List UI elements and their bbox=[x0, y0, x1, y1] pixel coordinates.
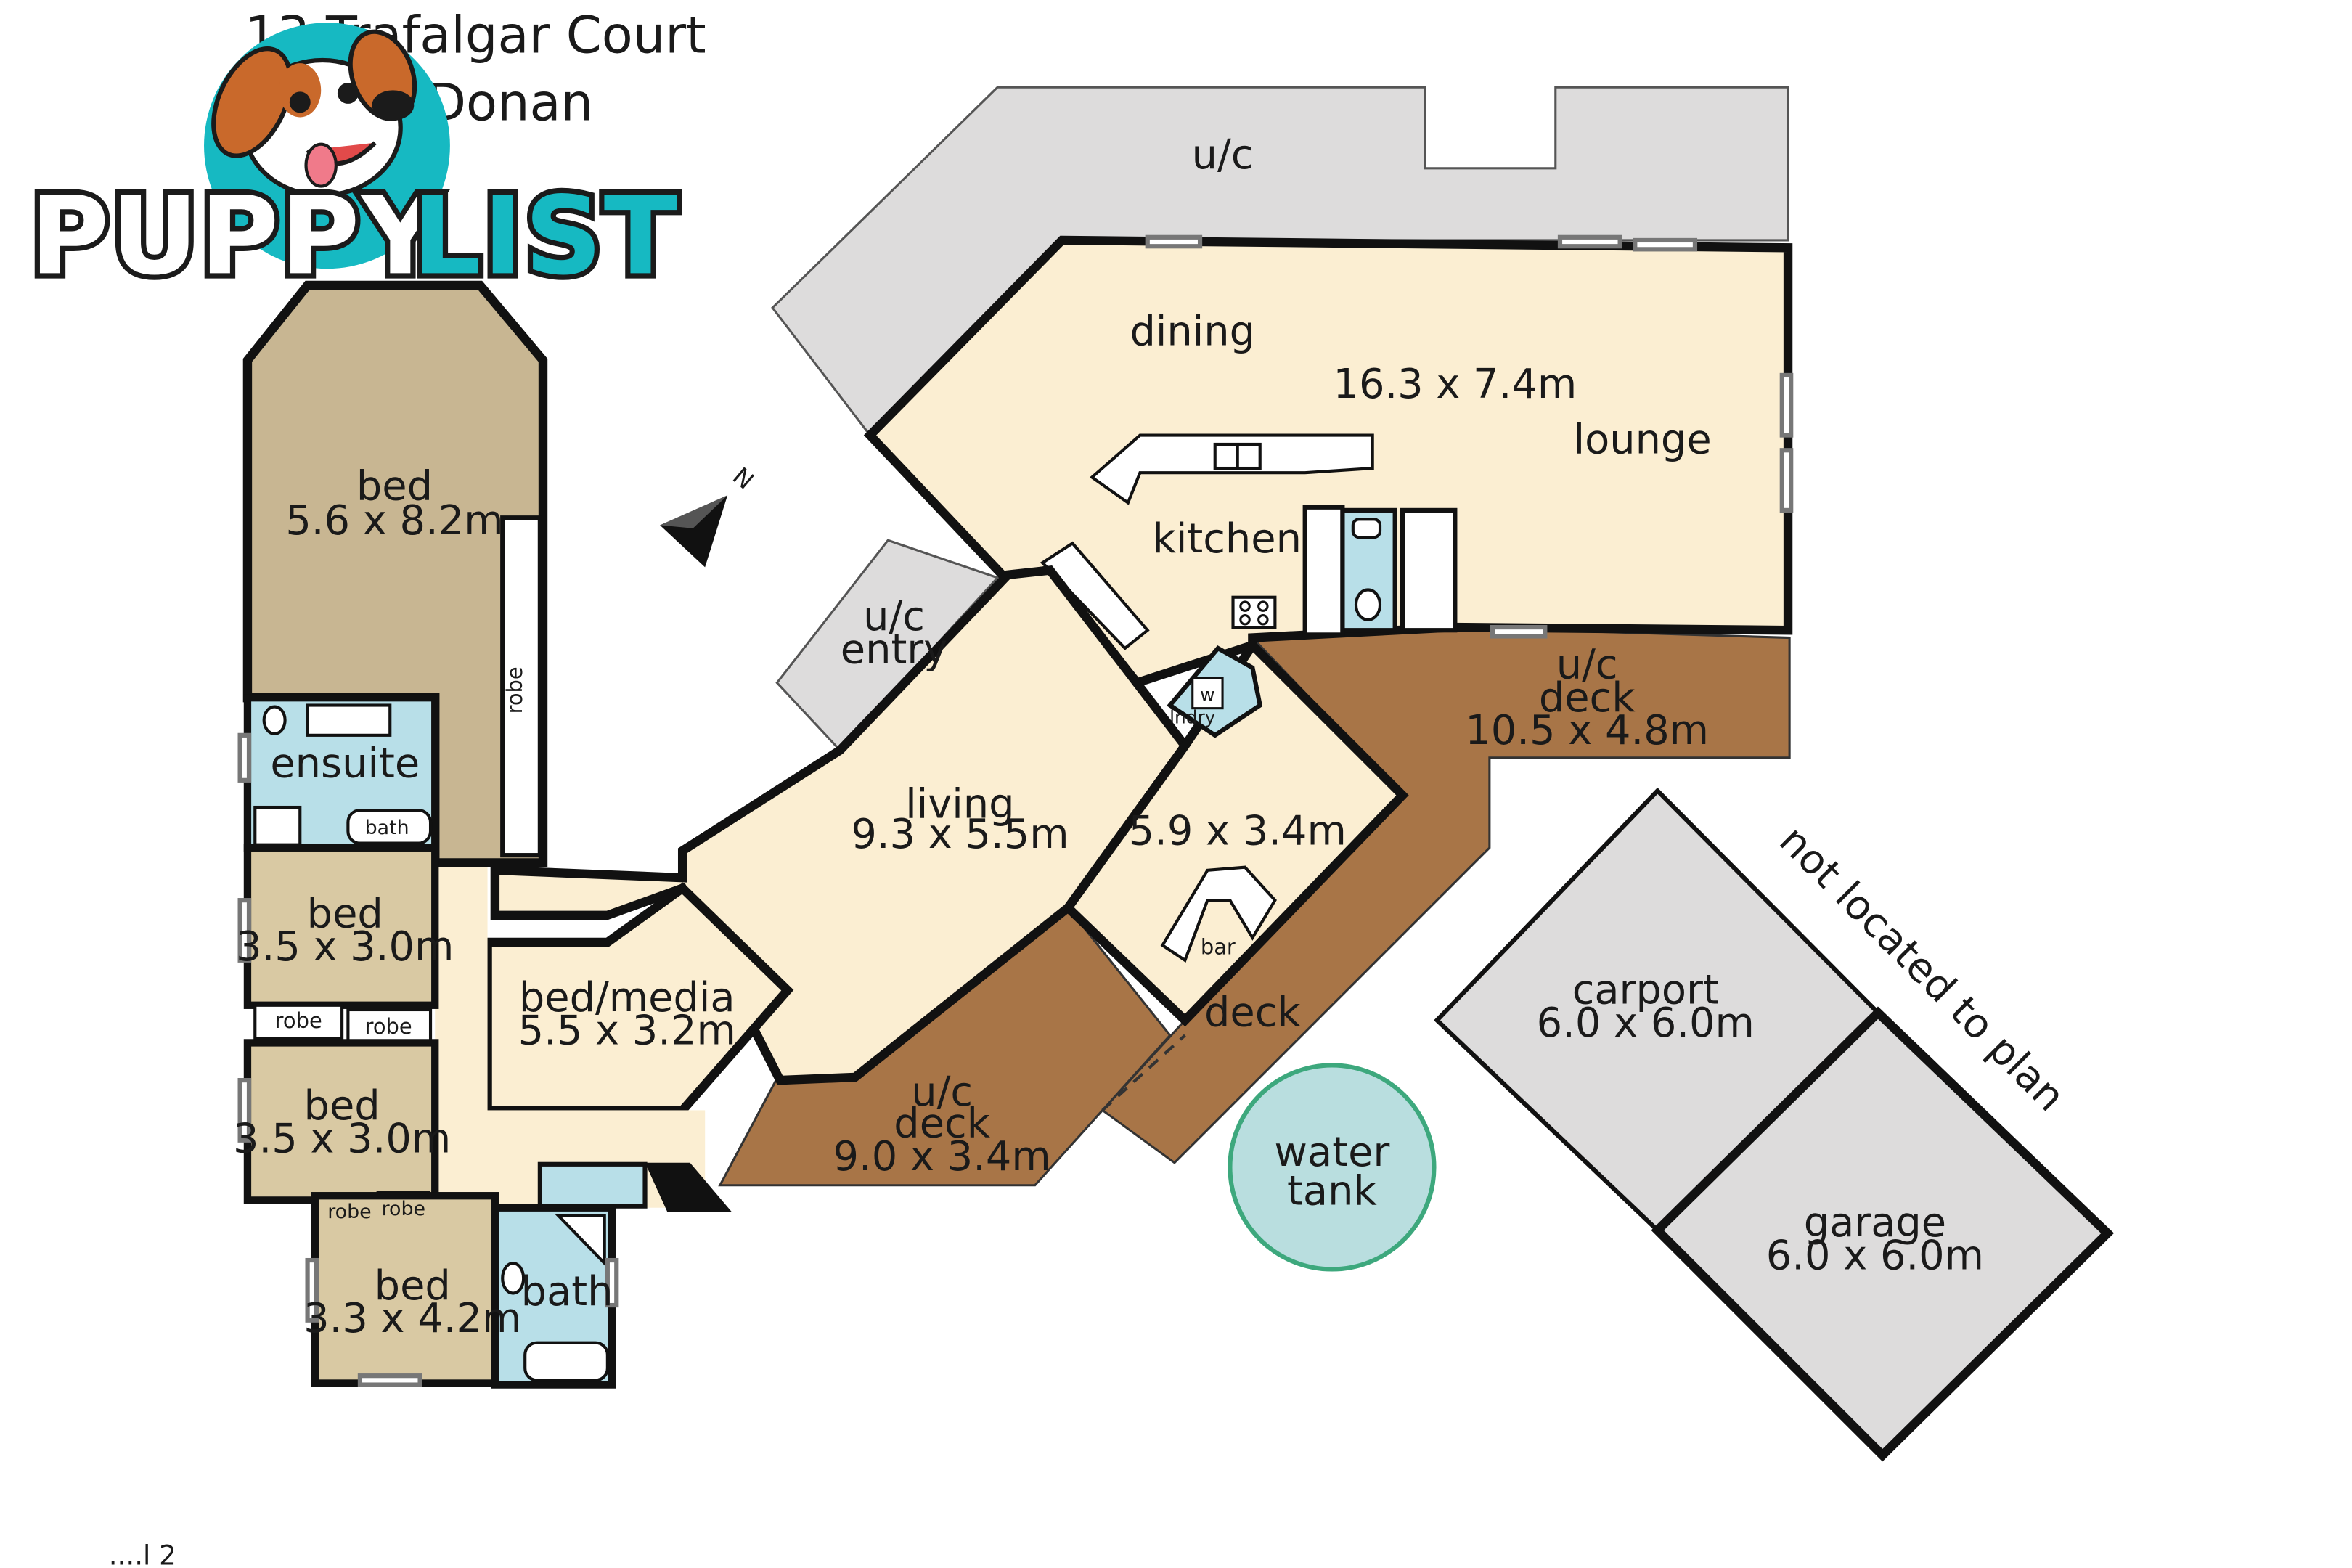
water-label: water bbox=[1274, 1129, 1389, 1176]
lounge-label: lounge bbox=[1574, 416, 1712, 463]
media-size: 5.5 x 3.2m bbox=[518, 1008, 736, 1055]
bath-label: bath bbox=[521, 1268, 613, 1315]
living-label: living bbox=[905, 780, 1014, 828]
carport-size: 6.0 x 6.0m bbox=[1537, 1000, 1755, 1047]
ensuite-shower-icon bbox=[253, 805, 302, 846]
basin-icon bbox=[1351, 518, 1382, 539]
main-living-size: 16.3 x 7.4m bbox=[1333, 361, 1577, 408]
deck-bottom-label: deck bbox=[894, 1101, 990, 1148]
dog-icon bbox=[211, 29, 417, 198]
pantry bbox=[1302, 505, 1345, 637]
bath-shower-icon bbox=[554, 1214, 606, 1267]
puppylist-logo: PUPPY LIST bbox=[25, 23, 682, 305]
bed2-size: 3.5 x 3.0m bbox=[236, 923, 454, 971]
footer-partial-text: ....l 2 bbox=[109, 1540, 176, 1568]
logo-text-puppy: PUPPY bbox=[30, 173, 441, 299]
bar-counter bbox=[1160, 865, 1277, 963]
washer-label: w bbox=[1200, 684, 1214, 705]
bedroom-2 bbox=[243, 844, 439, 1009]
cooktop-icon bbox=[1231, 595, 1277, 629]
garage-size: 6.0 x 6.0m bbox=[1766, 1232, 1984, 1279]
kitchen-label: kitchen bbox=[1153, 515, 1302, 563]
entry-label: entry bbox=[841, 626, 948, 674]
deck-divider bbox=[1101, 1034, 1186, 1111]
deck-top-uc-label: u/c bbox=[1556, 641, 1618, 688]
main-bed-label: bed bbox=[356, 462, 433, 510]
robe2b-label: robe bbox=[365, 1014, 412, 1039]
bath-toilet-icon bbox=[501, 1262, 526, 1295]
robe-2a bbox=[253, 1003, 344, 1040]
north-compass-icon bbox=[660, 495, 728, 568]
bed4-size: 3.3 x 4.2m bbox=[303, 1295, 521, 1342]
laundry-label: lndry bbox=[1169, 706, 1215, 727]
main-robe bbox=[500, 515, 542, 858]
logo-text-list: LIST bbox=[412, 173, 679, 299]
deck-mid-label: deck bbox=[1204, 989, 1301, 1037]
bath-bathtub-icon bbox=[523, 1341, 609, 1382]
bar-room-size: 5.9 x 3.4m bbox=[1129, 808, 1347, 855]
ensuite-basin-icon bbox=[306, 703, 392, 737]
bed2-label: bed bbox=[307, 890, 383, 937]
undercover-entry bbox=[775, 539, 1000, 752]
dining-label: dining bbox=[1130, 309, 1255, 356]
carport-label: carport bbox=[1572, 967, 1719, 1014]
uc-top-label: u/c bbox=[1192, 131, 1254, 179]
toilet-icon bbox=[1354, 588, 1382, 621]
water-tank bbox=[1228, 1063, 1437, 1272]
deck-bottom-size: 9.0 x 3.4m bbox=[833, 1133, 1051, 1180]
bedroom-3 bbox=[243, 1039, 439, 1204]
kitchen-bench bbox=[1040, 541, 1150, 650]
main-robe-label: robe bbox=[502, 666, 527, 714]
robe2a-label: robe bbox=[275, 1008, 322, 1033]
bed4-label: bed bbox=[375, 1262, 451, 1310]
ensuite-toilet-icon bbox=[262, 705, 287, 735]
bed3-label: bed bbox=[304, 1082, 380, 1130]
bed3-size: 3.5 x 3.0m bbox=[233, 1115, 451, 1162]
living-size: 9.3 x 5.5m bbox=[851, 811, 1069, 858]
robe3b-label: robe bbox=[382, 1198, 425, 1220]
media-label: bed/media bbox=[519, 974, 735, 1021]
main-bed-size: 5.6 x 8.2m bbox=[285, 497, 503, 544]
wardrobe-nook bbox=[1400, 507, 1458, 633]
small-wc bbox=[537, 1161, 648, 1209]
robe3a-label: robe bbox=[327, 1201, 371, 1223]
ensuite-bath-label: bath bbox=[365, 817, 409, 839]
address-line2: Donan bbox=[427, 73, 593, 133]
deck-top-size: 10.5 x 4.8m bbox=[1465, 707, 1709, 754]
deck-bottom-uc-label: u/c bbox=[911, 1069, 973, 1116]
ensuite-bath-icon bbox=[346, 809, 433, 845]
ensuite-label: ensuite bbox=[270, 740, 420, 788]
windows bbox=[237, 234, 1794, 1387]
deck-top-label: deck bbox=[1539, 674, 1636, 722]
entry-step bbox=[645, 1162, 732, 1212]
bar-label: bar bbox=[1201, 935, 1236, 960]
entry-uc-label: u/c bbox=[863, 593, 925, 640]
garage bbox=[1651, 1006, 2115, 1462]
garage-label: garage bbox=[1804, 1199, 1946, 1246]
north-label: N bbox=[727, 462, 759, 495]
washer-icon bbox=[1191, 677, 1224, 710]
robe-2b bbox=[346, 1008, 433, 1045]
tank-label: tank bbox=[1287, 1168, 1377, 1215]
